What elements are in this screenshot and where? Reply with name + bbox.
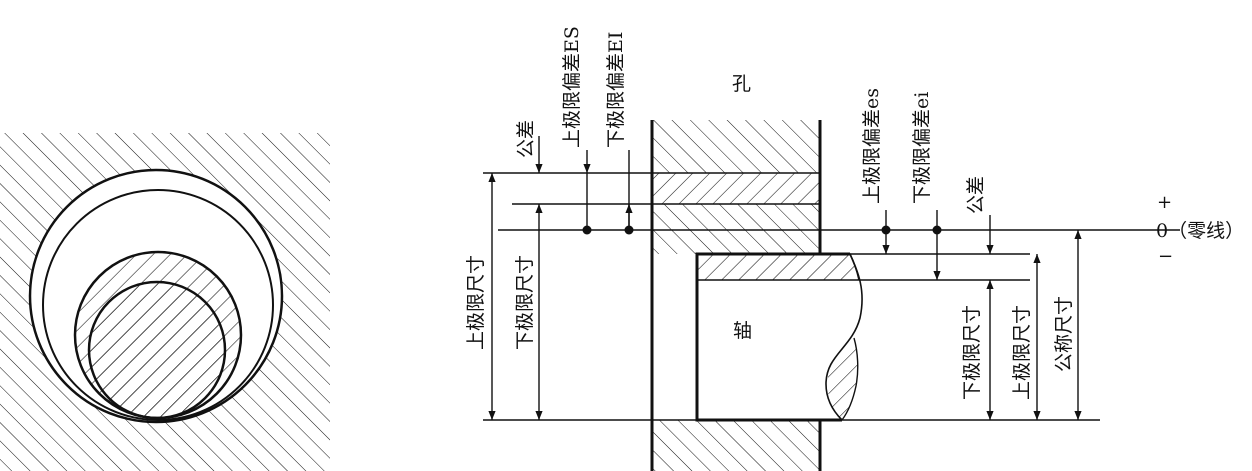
shaft-body: [697, 254, 863, 420]
shaft-lower-size-label: 下极限尺寸: [961, 305, 983, 400]
minus-sign: −: [1158, 246, 1173, 267]
right-figure: [483, 120, 1180, 471]
shaft-upper-size-label: 上极限尺寸: [1011, 305, 1033, 400]
hole-label: 孔: [732, 73, 751, 95]
shaft-tolerance-zone: [696, 253, 860, 281]
nominal-size-label: 公称尺寸: [1053, 296, 1075, 372]
shaft-label: 轴: [733, 320, 752, 342]
hole-lower-deviation-label: 下极限偏差EI: [605, 32, 627, 148]
shaft-upper-deviation-label: 上极限偏差es: [861, 88, 883, 204]
hole-tolerance-label: 公差: [515, 120, 537, 158]
left-figure: [0, 133, 330, 471]
zero-line-label: 0（零线）: [1156, 220, 1244, 242]
labels: 孔 轴 + 0（零线） − 公差 上极限偏差ES 下极限偏差EI 上极限尺寸 下…: [465, 26, 1244, 400]
shaft-tolerance-label: 公差: [965, 176, 987, 214]
shaft-inner-circle: [87, 280, 227, 420]
hole-upper-size-label: 上极限尺寸: [465, 255, 487, 350]
plus-sign: +: [1157, 192, 1172, 213]
shaft-lower-deviation-label: 下极限偏差ei: [911, 92, 933, 204]
hole-lower-wall: [652, 420, 820, 471]
hole-upper-deviation-label: 上极限偏差ES: [561, 26, 583, 148]
hole-lower-size-label: 下极限尺寸: [514, 255, 536, 350]
